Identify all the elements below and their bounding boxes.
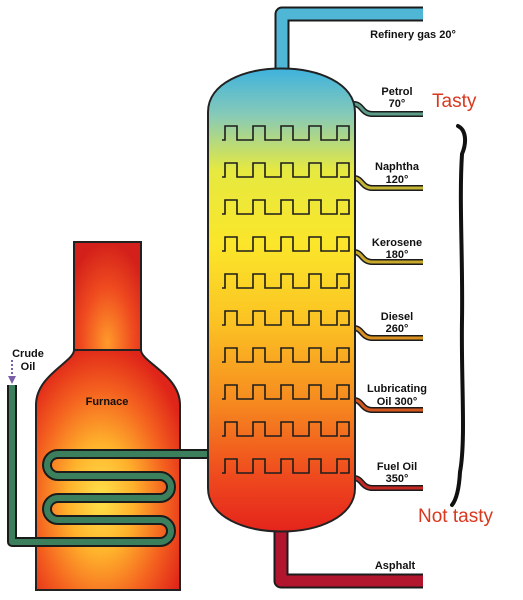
refinery-gas-pipe — [274, 6, 423, 78]
petrol-label: Petrol — [381, 86, 412, 98]
fuel-oil-temp: 350° — [386, 473, 409, 485]
bubble-cap-tray — [222, 384, 350, 400]
bubble-cap-tray — [222, 310, 350, 326]
crude-oil-label-line2: Oil — [21, 361, 36, 373]
column-trays — [222, 125, 350, 474]
furnace-body — [35, 349, 181, 591]
lubricating-oil-label: Lubricating — [367, 383, 427, 395]
tasty-annotation: Tasty — [432, 91, 477, 112]
kerosene-label: Kerosene — [372, 237, 422, 249]
bubble-cap-tray — [222, 421, 350, 437]
not-tasty-annotation: Not tasty — [418, 506, 493, 527]
product-pipe-fill — [353, 476, 423, 490]
product-pipe-fill — [353, 102, 423, 116]
product-pipe-fill — [353, 326, 423, 340]
distillation-column — [207, 67, 356, 533]
diesel-temp: 260° — [386, 323, 409, 335]
furnace-label: Furnace — [86, 396, 129, 408]
product-pipe-fill — [353, 398, 423, 412]
lubricating-oil-temp: Oil 300° — [377, 396, 418, 408]
product-pipe-fill — [353, 250, 423, 264]
diesel-label: Diesel — [381, 311, 413, 323]
fuel-oil-label: Fuel Oil — [377, 461, 417, 473]
bubble-cap-tray — [222, 199, 350, 215]
petrol-temp: 70° — [389, 98, 406, 110]
bubble-cap-tray — [222, 458, 350, 474]
product-pipes — [353, 101, 423, 491]
bubble-cap-tray — [222, 347, 350, 363]
bubble-cap-tray — [222, 162, 350, 178]
naphtha-label: Naphtha — [375, 161, 420, 173]
bubble-cap-tray — [222, 125, 350, 141]
bubble-cap-tray — [222, 236, 350, 252]
naphtha-temp: 120° — [386, 174, 409, 186]
crude-inflow-arrow-icon — [8, 360, 16, 384]
kerosene-temp: 180° — [386, 249, 409, 261]
taste-range-brace — [450, 124, 468, 507]
crude-oil-label-line1: Crude — [12, 348, 44, 360]
product-pipe-fill — [353, 176, 423, 190]
bubble-cap-tray — [222, 273, 350, 289]
asphalt-label: Asphalt — [375, 560, 416, 572]
refinery-gas-label: Refinery gas 20° — [370, 29, 456, 41]
